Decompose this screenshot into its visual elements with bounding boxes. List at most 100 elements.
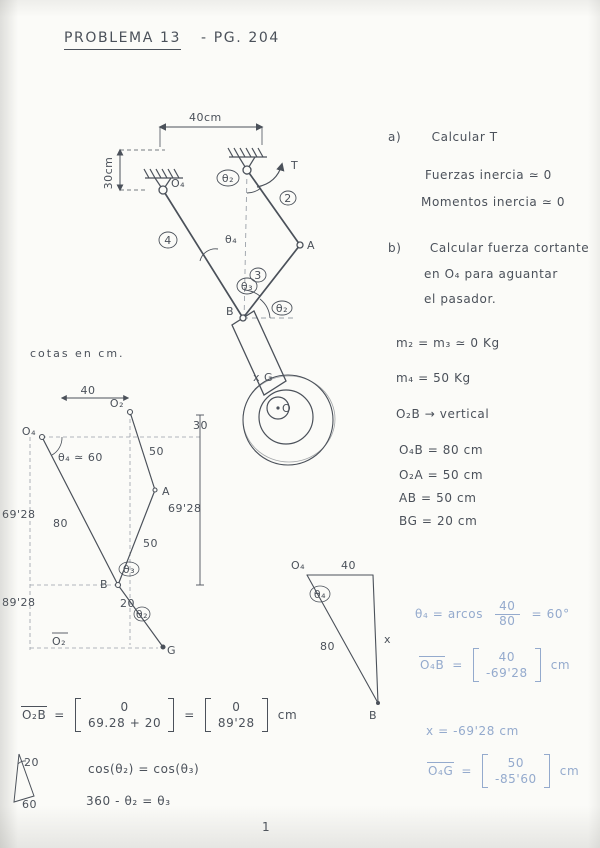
given-masses-1: m₂ = m₃ ≃ 0 Kg bbox=[396, 336, 500, 350]
analysis-o2-label: O₂ bbox=[110, 397, 124, 410]
unit-label: cm bbox=[277, 708, 298, 722]
ground-support-o2 bbox=[227, 147, 267, 171]
matrix1-bottom: 69.28 + 20 bbox=[87, 716, 162, 730]
bracket-left bbox=[74, 698, 81, 732]
equals-sign: = bbox=[461, 764, 473, 778]
analysis-a-label: A bbox=[162, 485, 170, 498]
wheel-center-label: O bbox=[282, 402, 291, 415]
theta4-eq-pre: θ₄ = arcos bbox=[415, 607, 484, 622]
o4-joint-label: O₄ bbox=[171, 177, 185, 190]
dimension-40cm bbox=[158, 123, 264, 147]
analysis-dim20-label: 20 bbox=[120, 597, 135, 610]
dim-30cm-label: 30cm bbox=[102, 157, 115, 190]
equation-o2b-vector: O₂B = 0 69.28 + 20 = 0 89'28 cm bbox=[20, 698, 298, 732]
sketch-dim-top: 20 bbox=[24, 756, 39, 769]
fraction-40-80: 40 80 bbox=[495, 599, 520, 629]
triangle-theta4-bubble bbox=[309, 585, 331, 603]
o4b-x: 40 bbox=[498, 650, 516, 664]
analysis-dim40-label: 40 bbox=[81, 384, 96, 397]
units-note: cotas en cm. bbox=[30, 347, 125, 360]
blue-x-value: x = -69'28 cm bbox=[426, 724, 519, 738]
unit-label: cm bbox=[559, 764, 580, 778]
theta2-top-label: θ₂ bbox=[222, 172, 234, 185]
note-b-text3: el pasador. bbox=[424, 292, 497, 306]
analysis-b-label: B bbox=[100, 578, 108, 591]
unit-label: cm bbox=[550, 658, 571, 672]
matrix-2: 0 89'28 bbox=[204, 698, 268, 732]
matrix-1: 0 69.28 + 20 bbox=[74, 698, 175, 732]
angle-arcs bbox=[199, 187, 271, 319]
analysis-theta2-label: θ₂ bbox=[136, 608, 148, 621]
bracket-right bbox=[261, 698, 268, 732]
o4g-matrix: 50 -85'60 bbox=[482, 754, 550, 788]
link3-label: 3 bbox=[254, 269, 262, 282]
note-a-label: a) bbox=[388, 130, 402, 144]
analysis-points bbox=[38, 408, 166, 650]
joints bbox=[158, 165, 304, 322]
problem-title: PROBLEMA 13 bbox=[64, 30, 181, 50]
coupler-block bbox=[231, 310, 287, 396]
analysis-len80-label: 80 bbox=[53, 517, 68, 530]
bracket-left bbox=[482, 754, 489, 788]
bracket-right bbox=[543, 754, 550, 788]
given-masses-2: m₄ = 50 Kg bbox=[396, 371, 471, 385]
links bbox=[162, 169, 301, 319]
link4-label: 4 bbox=[164, 234, 172, 247]
equals-sign: = bbox=[452, 658, 463, 672]
sketch-lines bbox=[13, 753, 35, 803]
blue-theta4-equation: θ₄ = arcos 40 80 = 60° bbox=[415, 599, 570, 629]
analysis-len50-top: 50 bbox=[149, 445, 164, 458]
analysis-dim6928-mid: 69'28 bbox=[168, 502, 202, 515]
o4b-y: -69'28 bbox=[485, 666, 528, 680]
o4g-y: -85'60 bbox=[495, 772, 537, 786]
analysis-g-label: G bbox=[167, 644, 176, 657]
o4g-x: 50 bbox=[507, 756, 525, 770]
blue-o4b-vector: O₄B = 40 -69'28 cm bbox=[418, 648, 571, 682]
o4b-matrix: 40 -69'28 bbox=[472, 648, 541, 682]
page-reference: - PG. 204 bbox=[201, 30, 280, 46]
analysis-angle-arcs bbox=[51, 436, 151, 622]
matrix2-bottom: 89'28 bbox=[217, 716, 255, 730]
triangle-theta4-label: θ₄ bbox=[314, 588, 326, 601]
triangle-dim40-label: 40 bbox=[341, 559, 356, 572]
theta3-label: θ₃ bbox=[241, 280, 253, 293]
dim-40cm-label: 40cm bbox=[189, 111, 222, 124]
bracket-right bbox=[168, 698, 175, 732]
analysis-construction-lines bbox=[29, 412, 200, 650]
dimension-30cm bbox=[116, 148, 165, 192]
equation-cos: cos(θ₂) = cos(θ₃) bbox=[88, 762, 200, 776]
analysis-dim6928-left: 69'28 bbox=[2, 508, 36, 521]
analysis-diagram: 40 bbox=[2, 384, 208, 657]
blue-o4g-vector: O₄G = 50 -85'60 cm bbox=[426, 754, 580, 788]
given-length-ab: AB = 50 cm bbox=[399, 491, 477, 505]
theta4-eq-post: = 60° bbox=[531, 607, 570, 622]
given-length-o4b: O₄B = 80 cm bbox=[399, 443, 484, 457]
triangle-o4-label: O₄ bbox=[291, 559, 305, 572]
link2-label: 2 bbox=[284, 192, 292, 205]
equation-360: 360 - θ₂ = θ₃ bbox=[86, 794, 171, 808]
page-title: PROBLEMA 13 - PG. 204 bbox=[64, 30, 280, 50]
label-bubbles bbox=[158, 169, 297, 316]
analysis-o4-label: O₄ bbox=[22, 425, 36, 438]
joint-a-label: A bbox=[307, 239, 315, 252]
note-b-label: b) bbox=[388, 241, 402, 255]
fraction-bottom: 80 bbox=[499, 613, 516, 628]
g-mark: x bbox=[253, 371, 260, 384]
theta2-b-label: θ₂ bbox=[276, 302, 288, 315]
joint-b-label: B bbox=[226, 305, 234, 318]
note-b-text2: en O₄ para aguantar bbox=[424, 267, 558, 281]
triangle-lines bbox=[306, 574, 379, 704]
o4b-vector-label: O₄B bbox=[418, 656, 446, 672]
note-inertia-forces: Fuerzas inercia ≃ 0 bbox=[425, 168, 552, 182]
analysis-theta4-label: θ₄ ≃ 60 bbox=[58, 451, 103, 464]
g-label: G bbox=[264, 371, 273, 384]
analysis-dim8928-left: 89'28 bbox=[2, 596, 36, 609]
analysis-dim30-label: 30 bbox=[193, 419, 208, 432]
bracket-right bbox=[534, 648, 541, 682]
fraction-top: 40 bbox=[495, 599, 520, 615]
page-number: 1 bbox=[262, 820, 271, 834]
triangle-b-label: B bbox=[369, 709, 377, 722]
analysis-right-dims bbox=[196, 414, 204, 586]
o2b-vector-label: O₂B bbox=[20, 706, 48, 722]
